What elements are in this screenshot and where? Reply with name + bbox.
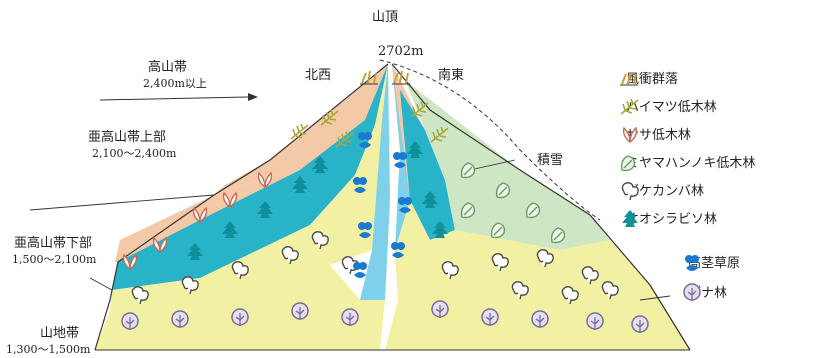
beech-icon xyxy=(342,309,358,326)
windswept-community-icon xyxy=(618,68,644,90)
bamboo-grass-icon xyxy=(618,124,644,146)
zone-subalpine-lower-name: 亜高山帯下部 xyxy=(14,236,92,251)
birch-icon xyxy=(618,180,644,202)
legend-item: ダケカンバ林 xyxy=(618,180,704,199)
zone-subalpine-lower-range: 1,500〜2,100m xyxy=(12,252,96,267)
snow-label: 積雪 xyxy=(537,153,563,168)
zone-line-subalpine xyxy=(30,195,214,210)
zone-montane-name: 山地帯 xyxy=(40,326,79,341)
beech-icon xyxy=(292,303,308,320)
fir-icon xyxy=(618,208,644,230)
zone-montane-range: 1,300〜1,500m xyxy=(6,342,90,357)
zone-line-lower xyxy=(90,278,112,290)
beech-icon xyxy=(532,311,548,328)
legend-item-label: ミヤマハンノキ低木林 xyxy=(626,152,755,171)
zone-subalpine-upper-name: 亜高山帯上部 xyxy=(88,130,166,145)
zone-line-alpine xyxy=(100,97,248,100)
peak-elevation: 2702m xyxy=(378,44,423,59)
beech-icon xyxy=(680,282,706,304)
zone-arrow-head xyxy=(248,93,258,101)
beech-icon xyxy=(587,313,603,330)
slope-se-label: 南東 xyxy=(438,68,464,83)
legend-item: ミヤマハンノキ低木林 xyxy=(618,152,755,171)
beech-icon xyxy=(432,301,448,318)
legend-item: ハイマツ低木林 xyxy=(618,96,717,115)
zone-subalpine-upper-range: 2,100〜2,400m xyxy=(92,146,176,161)
beech-icon xyxy=(482,309,498,326)
legend-item: 高茎草原 xyxy=(680,252,740,271)
legend-item: オオシラビソ林 xyxy=(618,208,717,227)
beech-icon xyxy=(122,313,138,330)
slope-nw-label: 北西 xyxy=(305,68,331,83)
tall-herb-icon xyxy=(680,252,706,274)
alder-icon xyxy=(618,152,644,174)
beech-icon xyxy=(232,309,248,326)
legend-item: ササ低木林 xyxy=(618,124,691,143)
legend-item: ブナ林 xyxy=(680,282,727,301)
legend-item: 風衝群落 xyxy=(618,68,678,87)
beech-icon xyxy=(172,311,188,328)
zone-alpine-name: 高山帯 xyxy=(148,60,187,75)
beech-icon xyxy=(632,316,648,333)
zone-alpine-range: 2,400m以上 xyxy=(143,76,207,91)
peak-title: 山頂 xyxy=(372,10,398,25)
dwarf-pine-icon xyxy=(618,96,644,118)
